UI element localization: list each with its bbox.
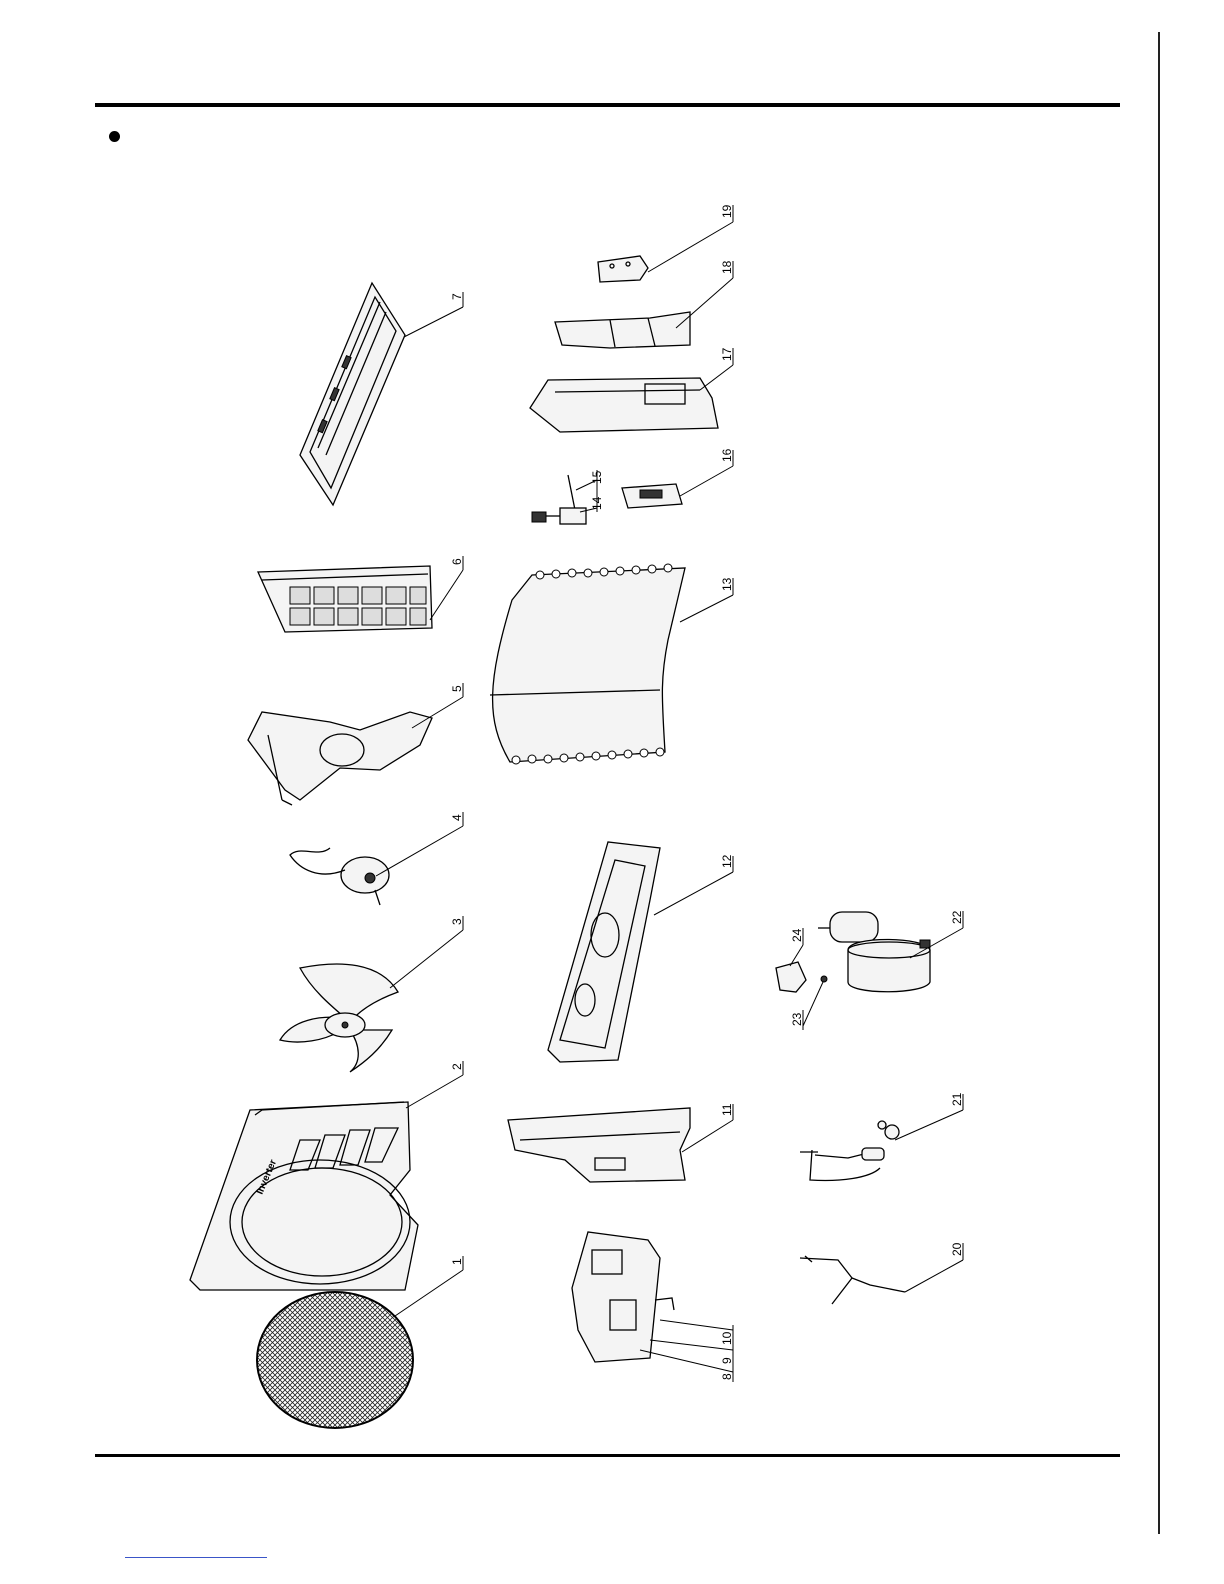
callout-5: 5 (450, 685, 464, 692)
callout-11: 11 (720, 1103, 734, 1116)
callout-1: 1 (450, 1258, 464, 1265)
callout-18: 18 (720, 260, 734, 274)
callout-23: 23 (790, 1012, 804, 1026)
callout-3: 3 (450, 918, 464, 925)
part-6-filter-frame (258, 566, 432, 632)
callout-19: 19 (720, 204, 734, 218)
part-2-front-panel: Inverter (190, 1102, 418, 1290)
callout-10: 10 (720, 1331, 734, 1345)
part-3-fan-blade (280, 964, 398, 1072)
callout-24: 24 (790, 928, 804, 942)
callout-13: 13 (720, 577, 734, 591)
callout-20: 20 (950, 1242, 964, 1256)
part-4-fan-motor (290, 848, 389, 905)
callout-16: 16 (720, 448, 734, 462)
callout-4: 4 (450, 814, 464, 821)
part-18-top-cover (555, 312, 690, 348)
part-13-condenser-coil (490, 564, 685, 764)
callout-15: 15 (590, 470, 604, 484)
part-16-control-board (622, 484, 682, 508)
callout-12: 12 (720, 854, 734, 868)
part-21-valve-assembly (800, 1121, 899, 1181)
part-14-15-valve (532, 475, 586, 524)
part-22-compressor (818, 912, 930, 992)
callout-7: 7 (450, 293, 464, 300)
callout-14: 14 (590, 496, 604, 510)
part-11-partition (508, 1108, 690, 1182)
callout-9: 9 (720, 1357, 734, 1364)
part-20-pipe (800, 1256, 905, 1304)
part-24-terminal-cover (776, 962, 806, 992)
callout-2: 2 (450, 1063, 464, 1070)
part-19-bracket (598, 256, 648, 282)
part-1-grille (257, 1292, 413, 1428)
part-17-chassis-top (530, 378, 718, 432)
part-7-front-panel (300, 283, 405, 505)
part-5-motor-bracket (248, 712, 432, 805)
callout-21: 21 (950, 1092, 964, 1106)
callout-labels: 7 6 5 4 3 2 1 19 18 17 16 15 14 13 12 11… (450, 204, 964, 1380)
callout-17: 17 (720, 347, 734, 361)
part-8-9-10-electrical-box (572, 1232, 674, 1362)
callout-6: 6 (450, 558, 464, 565)
callout-22: 22 (950, 910, 964, 924)
part-23-screw (821, 976, 827, 982)
part-12-base-pan (548, 842, 660, 1062)
callout-8: 8 (720, 1373, 734, 1380)
